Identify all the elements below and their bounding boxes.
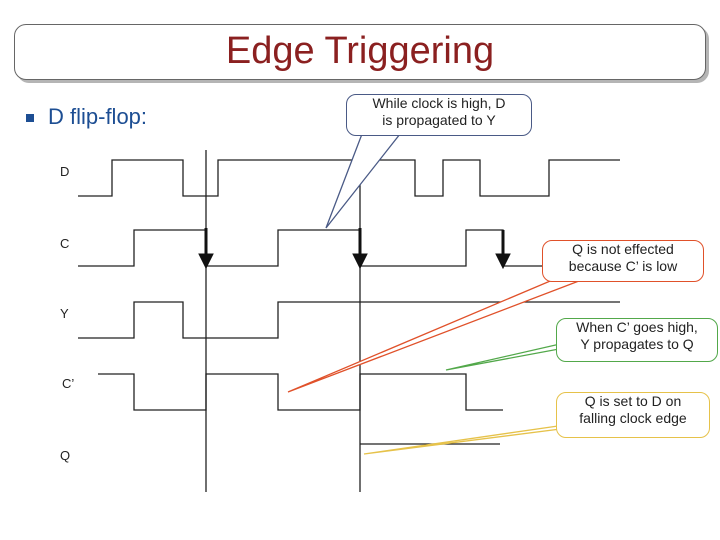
callout-propagate: While clock is high, D is propagated to … bbox=[346, 94, 532, 136]
callout-falling-edge: Q is set to D on falling clock edge bbox=[556, 392, 710, 438]
waveform-c bbox=[78, 229, 560, 267]
arrowhead-1 bbox=[198, 253, 214, 270]
callout-not-effected-line-1: Q is not effected bbox=[572, 241, 674, 257]
callout-propagate-line-2: is propagated to Y bbox=[382, 112, 496, 128]
signal-label-q: Q bbox=[60, 448, 71, 463]
callout-c-prime-high: When C’ goes high, Y propagates to Q bbox=[556, 318, 718, 362]
callout-not-effected-line-2: because C’ is low bbox=[568, 258, 678, 274]
waveform-d bbox=[78, 159, 620, 197]
waveform-y bbox=[78, 301, 620, 339]
callout-propagate-line-1: While clock is high, D bbox=[372, 95, 506, 111]
callout-c-prime-high-line-1: When C’ goes high, bbox=[576, 319, 698, 335]
callout-falling-edge-line-1: Q is set to D on bbox=[584, 393, 682, 409]
subtitle: D flip-flop: bbox=[48, 104, 148, 129]
signal-label-d: D bbox=[60, 164, 70, 179]
bullet-square-icon bbox=[26, 114, 34, 122]
callout-falling-edge-line-2: falling clock edge bbox=[579, 410, 687, 426]
waveform-c-prime bbox=[98, 373, 503, 411]
callout-c-prime-high-line-2: Y propagates to Q bbox=[580, 336, 694, 352]
signal-label-y: Y bbox=[60, 306, 69, 321]
title-box bbox=[14, 24, 706, 80]
page-title: Edge Triggering bbox=[225, 30, 495, 72]
arrowhead-2 bbox=[352, 253, 368, 270]
arrowhead-3 bbox=[495, 253, 511, 270]
signal-label-c: C bbox=[60, 236, 70, 251]
signal-label-c-prime: C’ bbox=[62, 376, 75, 391]
pointer-falling-edge bbox=[363, 425, 585, 455]
pointer-propagate bbox=[325, 133, 402, 229]
callout-not-effected: Q is not effected because C’ is low bbox=[542, 240, 704, 282]
